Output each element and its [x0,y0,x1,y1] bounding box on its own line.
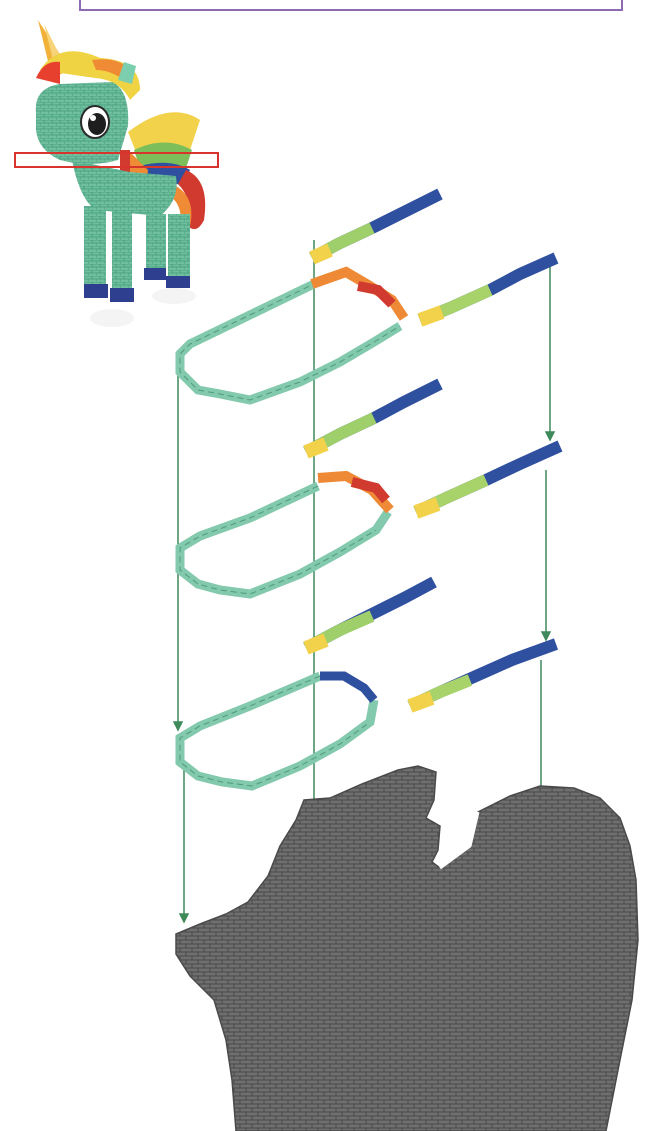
layer-3 [180,582,556,786]
teal-outline-1 [180,282,400,400]
blue-arc-3 [320,676,374,700]
gray-brick-base [176,766,638,1131]
header-box [80,0,622,10]
unicorn-thumbnail [15,20,218,327]
layer-2 [180,384,560,594]
orange-arc-1 [312,272,404,318]
teal-outline-3 [180,676,374,786]
teal-outline-2 [180,486,388,594]
layer-1 [180,194,556,400]
